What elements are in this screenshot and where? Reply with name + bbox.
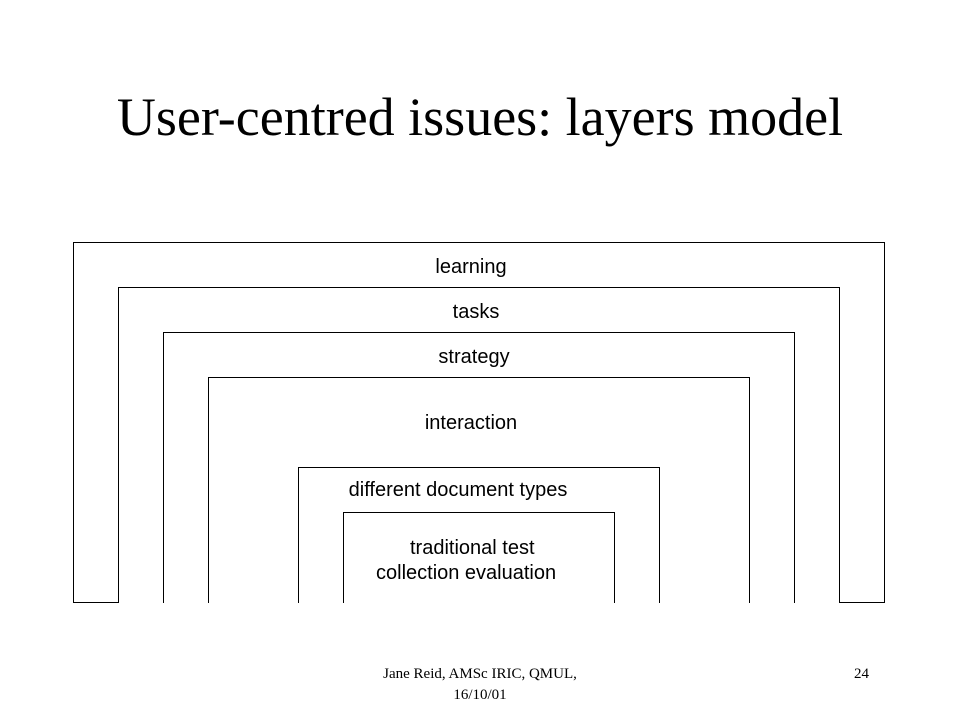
slide-title: User-centred issues: layers model: [116, 87, 844, 147]
footer-credit: Jane Reid, AMSc IRIC, QMUL, 16/10/01: [330, 664, 630, 706]
layer-tasks-label: tasks: [452, 301, 500, 323]
footer-credit-line1: Jane Reid, AMSc IRIC, QMUL,: [383, 666, 577, 682]
page-number: 24: [854, 666, 869, 682]
layer-learning-label: learning: [435, 256, 507, 278]
layer-core-label-line1: traditional test: [410, 537, 535, 559]
layer-strategy-label: strategy: [438, 346, 510, 368]
layer-interaction-label: interaction: [424, 412, 518, 434]
layer-document-types-label: different document types: [348, 479, 568, 501]
layer-core-box: [343, 512, 615, 603]
layer-core-label-line2: collection evaluation: [376, 562, 557, 584]
footer-credit-line2: 16/10/01: [453, 687, 507, 703]
